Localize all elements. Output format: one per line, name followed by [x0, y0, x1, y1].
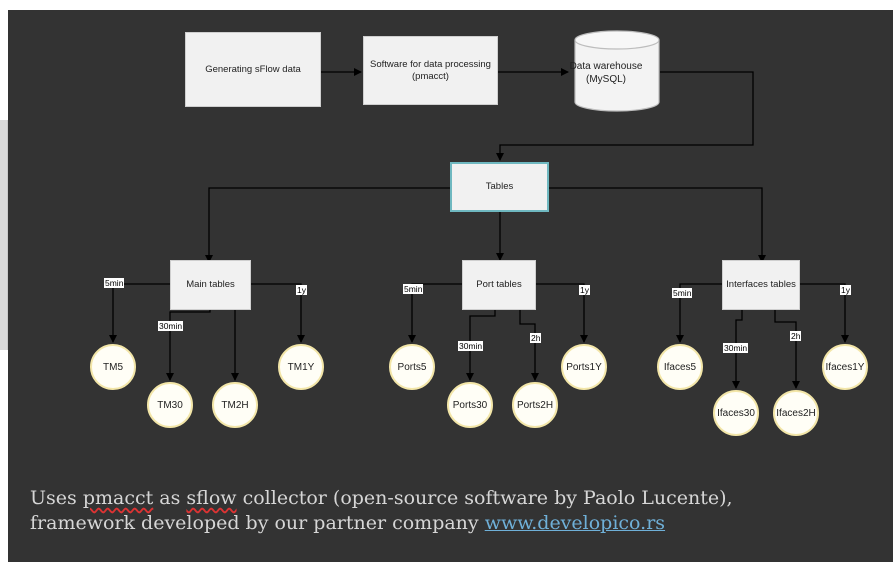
ifaces5-node: Ifaces5 [657, 344, 703, 390]
port-30min-label: 30min [458, 341, 484, 351]
edge-main-to-tm30 [166, 310, 211, 381]
partner-website-link[interactable]: www.developico.rs [484, 512, 666, 534]
ports1y-label: Ports1Y [566, 361, 602, 373]
port-1y-label: 1y [579, 285, 590, 295]
tables-node: Tables [450, 162, 549, 212]
caption-text: as [153, 487, 187, 509]
main-1y-label: 1y [296, 285, 307, 295]
tm5-node: TM5 [90, 344, 136, 390]
database-icon [574, 30, 660, 112]
edge-if-to-ifaces30 [732, 310, 743, 389]
caption-text: Uses [30, 487, 83, 509]
interfaces-tables-node: Interfaces tables [722, 260, 800, 310]
slide-caption: Uses pmacct as sflow collector (open-sou… [30, 486, 890, 536]
edge-port-to-ports2h [519, 310, 539, 381]
generating-sflow-node: Generating sFlow data [185, 32, 321, 107]
caption-text: framework developed by our partner compa… [30, 512, 485, 534]
tables-label: Tables [485, 181, 514, 193]
port-5min-label: 5min [403, 284, 424, 294]
main-5min-label: 5min [104, 278, 125, 288]
caption-pmacct: pmacct [82, 487, 154, 509]
ifaces2h-label: Ifaces2H [776, 407, 816, 419]
edge-if-to-ifaces5 [676, 283, 722, 343]
ports5-node: Ports5 [389, 344, 435, 390]
data-warehouse-label: Data warehouse (MySQL) [566, 60, 646, 86]
tm5-label: TM5 [103, 361, 123, 373]
tm2h-node: TM2H [212, 382, 258, 428]
ports30-label: Ports30 [452, 399, 488, 411]
interfaces-tables-label: Interfaces tables [726, 279, 796, 291]
tm30-label: TM30 [157, 399, 183, 411]
ports30-node: Ports30 [447, 382, 493, 428]
port-tables-node: Port tables [462, 260, 536, 310]
if-1y-label: 1y [840, 285, 851, 295]
main-30min-label: 30min [158, 321, 184, 331]
edge-main-to-tm5 [109, 283, 170, 343]
edge-tables-to-interfaces [548, 187, 766, 263]
tm30-node: TM30 [147, 382, 193, 428]
main-tables-label: Main tables [186, 279, 235, 291]
caption-line-2: framework developed by our partner compa… [30, 511, 890, 536]
port-tables-label: Port tables [476, 279, 522, 291]
ifaces2h-node: Ifaces2H [773, 390, 819, 436]
ports2h-label: Ports2H [516, 399, 554, 411]
edge-tables-to-main [205, 187, 450, 263]
ifaces1y-node: Ifaces1Y [822, 344, 868, 390]
edge-warehouse-to-tables [496, 71, 754, 161]
if-5min-label: 5min [672, 288, 693, 298]
ports1y-node: Ports1Y [561, 344, 607, 390]
port-2h-label: 2h [530, 333, 542, 343]
ports5-label: Ports5 [397, 361, 427, 373]
software-processing-label: Software for data processing (pmacct) [370, 58, 491, 82]
edge-if-to-ifaces2h [774, 310, 800, 389]
warehouse-title: Data warehouse [569, 61, 643, 72]
caption-sflow: sflow [186, 487, 237, 509]
ifaces30-label: Ifaces30 [717, 407, 755, 419]
software-processing-node: Software for data processing (pmacct) [363, 36, 498, 105]
ifaces1y-label: Ifaces1Y [825, 361, 865, 373]
main-tables-node: Main tables [170, 260, 251, 310]
tm1y-node: TM1Y [278, 344, 324, 390]
scrollbar-thumb[interactable] [0, 120, 8, 350]
if-30min-label: 30min [723, 343, 749, 353]
generating-sflow-label: Generating sFlow data [205, 63, 301, 75]
edge-port-to-ports1y [536, 283, 588, 343]
if-2h-label: 2h [790, 331, 802, 341]
warehouse-subtitle: (MySQL) [586, 74, 626, 85]
ifaces30-node: Ifaces30 [713, 390, 759, 436]
caption-text: collector (open-source software by Paolo… [236, 487, 733, 509]
ifaces5-label: Ifaces5 [663, 361, 697, 373]
tm1y-label: TM1Y [287, 361, 315, 373]
tm2h-label: TM2H [221, 399, 249, 411]
caption-line-1: Uses pmacct as sflow collector (open-sou… [30, 486, 890, 511]
edge-if-to-ifaces1y [800, 283, 849, 343]
ports2h-node: Ports2H [512, 382, 558, 428]
edge-main-to-tm1y [251, 283, 305, 343]
